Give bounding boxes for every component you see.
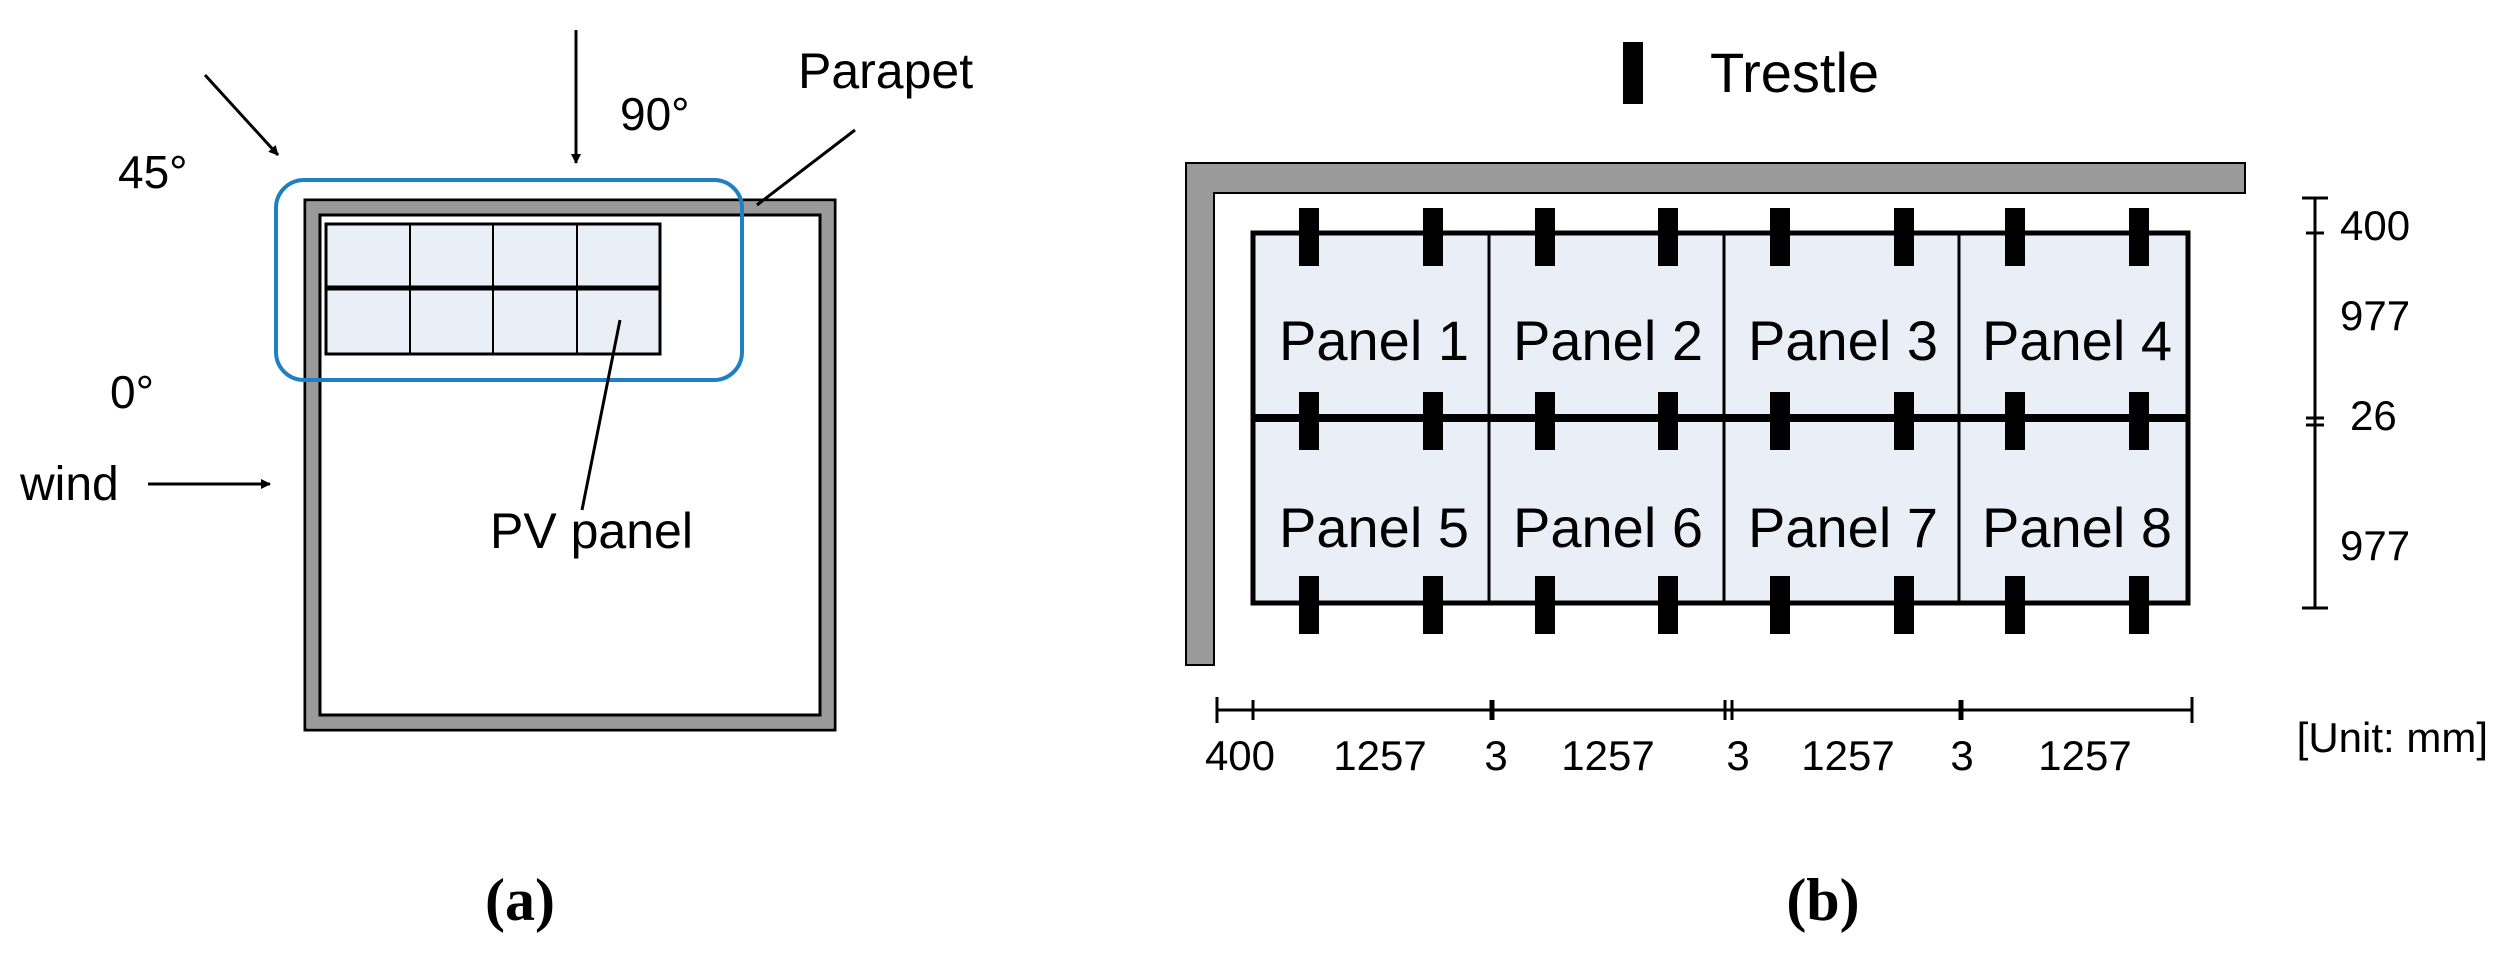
trestle-mark — [1535, 576, 1555, 634]
panel-label: Panel 7 — [1748, 496, 1938, 559]
unit-label: [Unit: mm] — [2297, 714, 2488, 761]
trestle-mark — [2005, 208, 2025, 266]
panel-label: Panel 4 — [1982, 309, 2172, 372]
parapet-wall — [307, 202, 833, 728]
trestle-mark — [1770, 576, 1790, 634]
parapet-outline — [303, 198, 837, 732]
dimension-label: 3 — [1726, 732, 1749, 779]
trestle-mark — [1894, 392, 1914, 450]
trestle-mark — [1299, 576, 1319, 634]
arrow-45 — [203, 73, 280, 157]
trestle-mark — [1770, 392, 1790, 450]
panel-label: Panel 1 — [1279, 309, 1469, 372]
trestle-mark — [1299, 208, 1319, 266]
parapet-corner — [1185, 162, 2246, 666]
label-pv-panel: PV panel — [490, 503, 693, 559]
trestle-mark — [1658, 208, 1678, 266]
panel-label: Panel 5 — [1279, 496, 1469, 559]
pv-panel-leader — [580, 319, 622, 511]
trestle-legend-icon — [1623, 42, 1643, 104]
dimension-label: 400 — [1205, 732, 1275, 779]
trestle-mark — [2129, 392, 2149, 450]
trestle-mark — [1894, 208, 1914, 266]
dimension-label: 1257 — [1561, 732, 1654, 779]
legend-trestle: Trestle — [1710, 41, 1879, 104]
panel-label: Panel 2 — [1513, 309, 1703, 372]
dimension-label: 1257 — [2038, 732, 2131, 779]
label-parapet: Parapet — [798, 43, 973, 99]
dimension-label: 26 — [2350, 392, 2397, 439]
trestle-mark — [2129, 576, 2149, 634]
trestle-mark — [1658, 392, 1678, 450]
dimension-label: 1257 — [1333, 732, 1426, 779]
dimension-label: 977 — [2340, 292, 2410, 339]
trestle-mark — [1535, 392, 1555, 450]
dimension-label: 400 — [2340, 202, 2410, 249]
dimension-label: 1257 — [1801, 732, 1894, 779]
dimension-label: 977 — [2340, 522, 2410, 569]
trestle-mark — [1770, 208, 1790, 266]
trestle-mark — [1894, 576, 1914, 634]
highlight-region — [274, 178, 744, 382]
parapet-leader — [756, 128, 856, 207]
caption-a: (a) — [485, 867, 555, 933]
trestle-mark — [1423, 392, 1443, 450]
trestles — [1299, 208, 2149, 634]
panel-label: Panel 3 — [1748, 309, 1938, 372]
trestle-mark — [1535, 208, 1555, 266]
trestle-mark — [2129, 208, 2149, 266]
trestle-mark — [1423, 576, 1443, 634]
trestle-mark — [1658, 576, 1678, 634]
label-45-degree: 45° — [118, 146, 188, 198]
vertical-dimension — [2302, 196, 2328, 610]
dimension-label: 3 — [1484, 732, 1507, 779]
trestle-mark — [2005, 392, 2025, 450]
label-0-degree: 0° — [110, 366, 154, 418]
diagram-a: 45° 90° 0° wind Parapet PV panel (a) — [19, 30, 973, 933]
caption-b: (b) — [1786, 867, 1859, 933]
panel-label: Panel 6 — [1513, 496, 1703, 559]
label-90-degree: 90° — [620, 88, 690, 140]
dimension-label: 3 — [1950, 732, 1973, 779]
trestle-mark — [2005, 576, 2025, 634]
trestle-mark — [1299, 392, 1319, 450]
label-wind: wind — [19, 458, 119, 511]
horizontal-dimension — [1215, 697, 2194, 723]
diagram-b: Trestle — [1185, 41, 2488, 933]
panel-label: Panel 8 — [1982, 496, 2172, 559]
trestle-mark — [1423, 208, 1443, 266]
